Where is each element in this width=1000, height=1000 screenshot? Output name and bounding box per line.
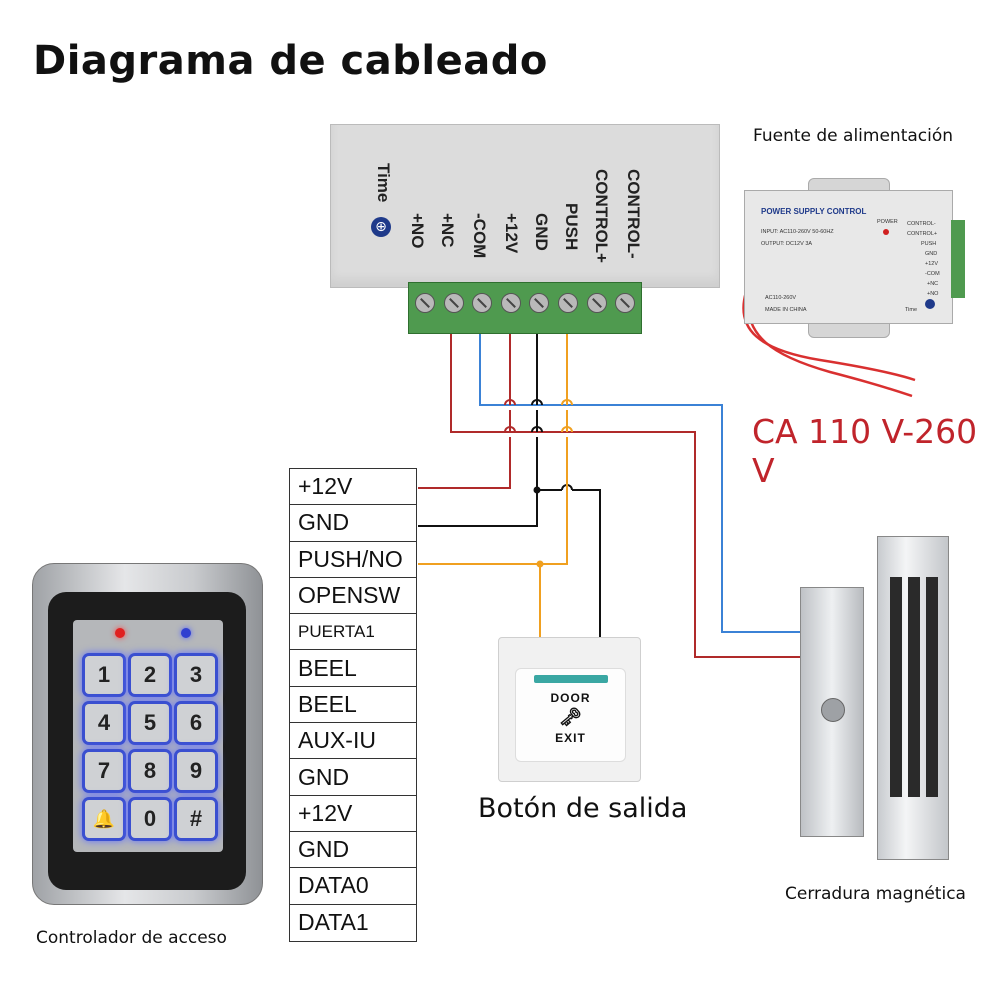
psu-term-4: GND — [925, 251, 938, 257]
psu-model: AC110-260V — [765, 295, 797, 301]
exit-plate-exit: EXIT — [555, 731, 586, 745]
key-5: 5 — [131, 704, 169, 742]
exit-indicator — [534, 675, 608, 683]
psu-term-1: CONTROL- — [907, 221, 936, 227]
key-7: 7 — [85, 752, 123, 790]
module-label-12v: +12V — [502, 213, 521, 254]
psu-made: MADE IN CHINA — [765, 307, 807, 313]
exit-button-face: DOOR 🗝 EXIT — [515, 668, 626, 762]
module-label-push: PUSH — [562, 203, 581, 251]
electromagnet — [877, 536, 949, 860]
terminal-row: AUX-IU — [290, 723, 416, 760]
terminal-row: PUERTA1 — [290, 614, 416, 651]
screw-icon — [501, 293, 521, 313]
screw-icon — [558, 293, 578, 313]
terminal-block — [408, 282, 642, 334]
wire-push-orange — [418, 330, 568, 565]
ac-wire-2 — [746, 295, 913, 398]
power-supply-label: Fuente de alimentación — [753, 126, 954, 146]
access-controller-keypad: 1 2 3 4 5 6 7 8 9 🔔 0 # — [32, 563, 263, 905]
psu-term-7: +NC — [927, 281, 939, 287]
screw-icon — [529, 293, 549, 313]
wire-gnd-black — [418, 330, 538, 527]
diagram-title: Diagrama de cableado — [33, 38, 548, 84]
timer-knob-icon — [925, 299, 935, 309]
terminal-row: GND — [290, 759, 416, 796]
key-0: 0 — [131, 800, 169, 838]
access-controller-label: Controlador de acceso — [36, 928, 227, 948]
module-label-gnd: GND — [532, 213, 551, 251]
control-module: Time +NO +NC -COM +12V GND PUSH CONTROL+… — [330, 124, 720, 288]
key-1: 1 — [85, 656, 123, 694]
magnetic-lock-label: Cerradura magnética — [785, 884, 966, 904]
terminal-row: PUSH/NO — [290, 542, 416, 578]
psu-time: Time — [905, 307, 918, 313]
key-3: 3 — [177, 656, 215, 694]
power-led-icon — [883, 229, 889, 235]
psu-term-5: +12V — [925, 261, 938, 267]
blue-led-icon — [181, 628, 191, 638]
psu-title: POWER SUPPLY CONTROL — [761, 207, 867, 216]
terminal-row: +12V — [290, 469, 416, 506]
module-label-nc: +NC — [438, 213, 457, 248]
psu-term-2: CONTROL+ — [907, 231, 938, 237]
exit-button-label: Botón de salida — [478, 793, 688, 824]
psu-power: POWER — [877, 219, 898, 225]
psu-output: OUTPUT: DC12V 3A — [761, 241, 813, 247]
bolt-icon — [821, 698, 845, 722]
wire-no-red — [450, 330, 800, 658]
psu-term-8: +NO — [927, 291, 939, 297]
terminal-row: +12V — [290, 796, 416, 832]
coil-strip — [890, 577, 902, 797]
module-label-no: +NO — [408, 213, 427, 249]
bell-key-icon: 🔔 — [85, 800, 123, 838]
ac-voltage-label: CA 110 V-260 V — [752, 412, 978, 490]
coil-strip — [926, 577, 938, 797]
screw-icon — [587, 293, 607, 313]
wire-12v-red — [418, 330, 511, 489]
key-9: 9 — [177, 752, 215, 790]
exit-plate-door: DOOR — [550, 691, 591, 705]
psu-input: INPUT: AC110-260V 50-60HZ — [761, 229, 834, 235]
wire-com-blue — [479, 330, 800, 633]
coil-strip — [908, 577, 920, 797]
key-hash: # — [177, 800, 215, 838]
screw-icon — [415, 293, 435, 313]
screw-icon — [444, 293, 464, 313]
psu-term-6: -COM — [925, 271, 940, 277]
key-4: 4 — [85, 704, 123, 742]
timer-knob-icon: ⊕ — [371, 217, 391, 237]
lock-armature-plate — [800, 587, 864, 837]
module-label-time: Time — [374, 163, 393, 203]
terminal-row: GND — [290, 505, 416, 542]
terminal-row: GND — [290, 832, 416, 869]
keypad-face: 1 2 3 4 5 6 7 8 9 🔔 0 # — [73, 620, 223, 852]
psu-term-3: PUSH — [921, 241, 937, 247]
module-label-control-minus: CONTROL- — [624, 169, 643, 259]
wire-gnd-exit — [537, 489, 601, 640]
screw-icon — [472, 293, 492, 313]
module-label-com: -COM — [470, 213, 489, 259]
terminal-row: BEEL — [290, 650, 416, 687]
key-icon: 🗝 — [559, 707, 582, 728]
module-label-control-plus: CONTROL+ — [592, 169, 611, 263]
terminal-row: BEEL — [290, 687, 416, 724]
key-2: 2 — [131, 656, 169, 694]
exit-button-photo: DOOR 🗝 EXIT — [498, 637, 641, 782]
keypad-bezel: 1 2 3 4 5 6 7 8 9 🔔 0 # — [48, 592, 246, 890]
red-led-icon — [115, 628, 125, 638]
key-8: 8 — [131, 752, 169, 790]
psu-terminal-block — [951, 220, 965, 298]
terminal-row: DATA1 — [298, 909, 369, 936]
power-supply-photo: POWER SUPPLY CONTROL INPUT: AC110-260V 5… — [744, 190, 953, 324]
controller-terminal-list: +12V GND PUSH/NO OPENSW PUERTA1 BEEL BEE… — [289, 468, 417, 942]
terminal-row: OPENSW — [290, 578, 416, 615]
screw-icon — [615, 293, 635, 313]
terminal-row: DATA0 — [290, 868, 416, 905]
key-6: 6 — [177, 704, 215, 742]
